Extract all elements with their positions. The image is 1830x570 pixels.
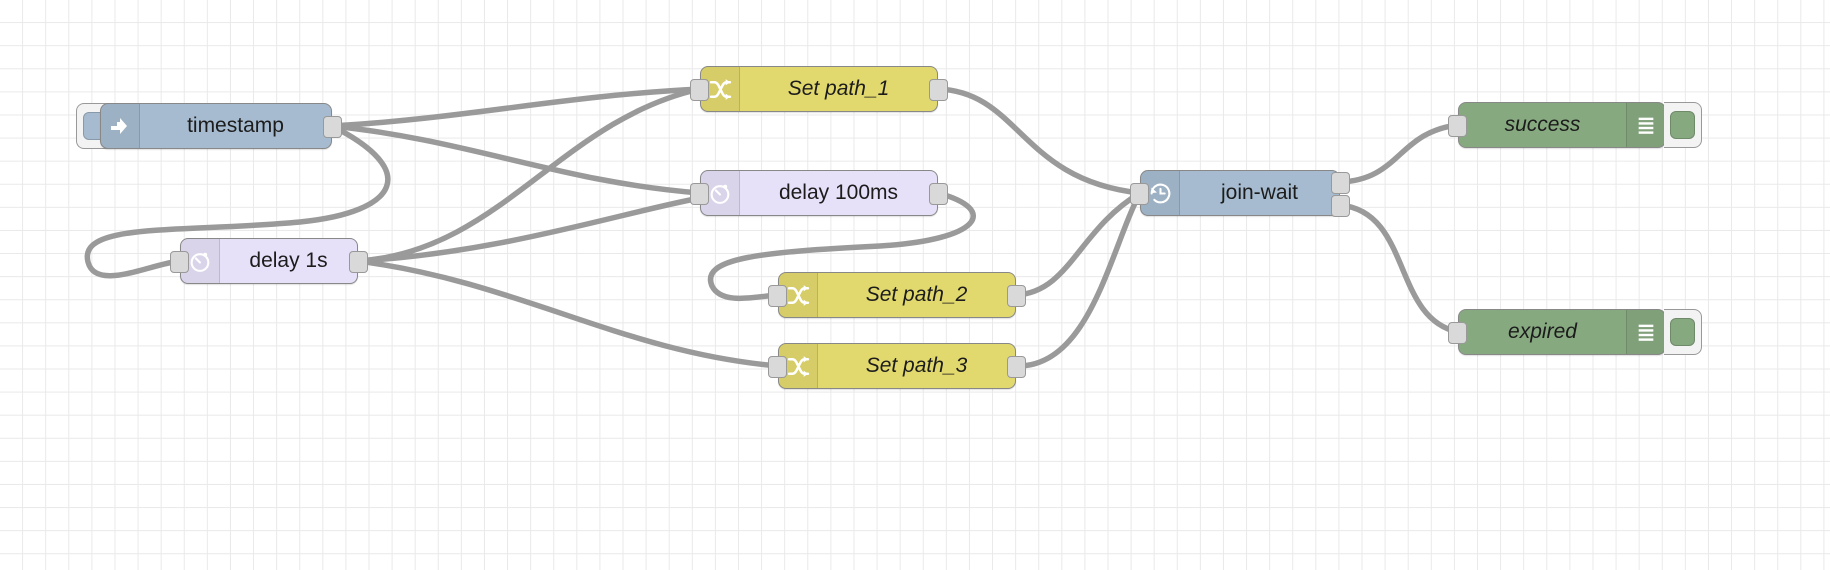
node-label-success: success xyxy=(1504,113,1581,136)
output-port-delay-1s[interactable] xyxy=(349,251,368,273)
shuffle-icon xyxy=(779,344,818,388)
arrow-right-icon xyxy=(101,104,140,148)
output-port-set-path-1[interactable] xyxy=(929,79,948,101)
node-timestamp[interactable]: timestamp xyxy=(100,103,342,149)
input-port-success[interactable] xyxy=(1448,115,1467,137)
input-port-set-path-2[interactable] xyxy=(768,285,787,307)
wire-set-path-3-to-join-wait xyxy=(1013,190,1143,369)
output-port-delay-100ms[interactable] xyxy=(929,183,948,205)
output-port-join-wait-1[interactable] xyxy=(1331,172,1350,194)
node-label-expired: expired xyxy=(1508,320,1577,343)
input-port-delay-1s[interactable] xyxy=(170,251,189,273)
wire-set-path-1-to-join-wait xyxy=(935,86,1143,196)
wire-set-path-2-to-join-wait xyxy=(1013,190,1143,298)
input-port-set-path-1[interactable] xyxy=(690,79,709,101)
wire-join-wait-out2-to-expired xyxy=(1337,202,1461,335)
debug-toggle-expired[interactable] xyxy=(1664,309,1702,355)
node-label-timestamp: timestamp xyxy=(187,114,284,137)
wire-join-wait-out1-to-success xyxy=(1337,122,1461,185)
debug-list-icon xyxy=(1626,103,1665,147)
wire-timestamp-to-set-path-1 xyxy=(329,86,703,129)
node-label-delay-1s: delay 1s xyxy=(249,249,328,272)
output-port-join-wait-2[interactable] xyxy=(1331,195,1350,217)
node-delay-1s[interactable]: delay 1s xyxy=(170,238,368,284)
wire-delay-1s-to-set-path-1 xyxy=(355,86,703,264)
wire-delay-1s-to-set-path-3 xyxy=(355,258,781,369)
wire-delay-1s-to-set-path-2 xyxy=(355,195,703,264)
input-port-join-wait[interactable] xyxy=(1130,183,1149,205)
output-port-timestamp[interactable] xyxy=(323,116,342,138)
node-label-join-wait: join-wait xyxy=(1220,181,1299,204)
input-port-expired[interactable] xyxy=(1448,322,1467,344)
input-port-set-path-3[interactable] xyxy=(768,356,787,378)
node-expired[interactable]: expired xyxy=(1448,309,1666,355)
debug-toggle-chip xyxy=(1670,318,1695,346)
node-join-wait[interactable]: join-wait xyxy=(1130,170,1350,217)
debug-toggle-chip xyxy=(1670,111,1695,139)
node-label-set-path-3: Set path_3 xyxy=(865,354,968,377)
debug-list-icon xyxy=(1626,310,1665,354)
wire-timestamp-to-delay-100ms xyxy=(329,123,703,196)
input-port-delay-100ms[interactable] xyxy=(690,183,709,205)
output-port-set-path-2[interactable] xyxy=(1007,285,1026,307)
node-set-path-3[interactable]: Set path_3 xyxy=(768,343,1026,389)
node-label-set-path-1: Set path_1 xyxy=(787,77,890,100)
node-label-delay-100ms: delay 100ms xyxy=(778,181,899,204)
node-success[interactable]: success xyxy=(1448,102,1666,148)
node-delay-100ms[interactable]: delay 100ms xyxy=(690,170,948,216)
node-label-set-path-2: Set path_2 xyxy=(865,283,968,306)
node-set-path-1[interactable]: Set path_1 xyxy=(690,66,948,112)
debug-toggle-success[interactable] xyxy=(1664,102,1702,148)
output-port-set-path-3[interactable] xyxy=(1007,356,1026,378)
node-set-path-2[interactable]: Set path_2 xyxy=(768,272,1026,318)
